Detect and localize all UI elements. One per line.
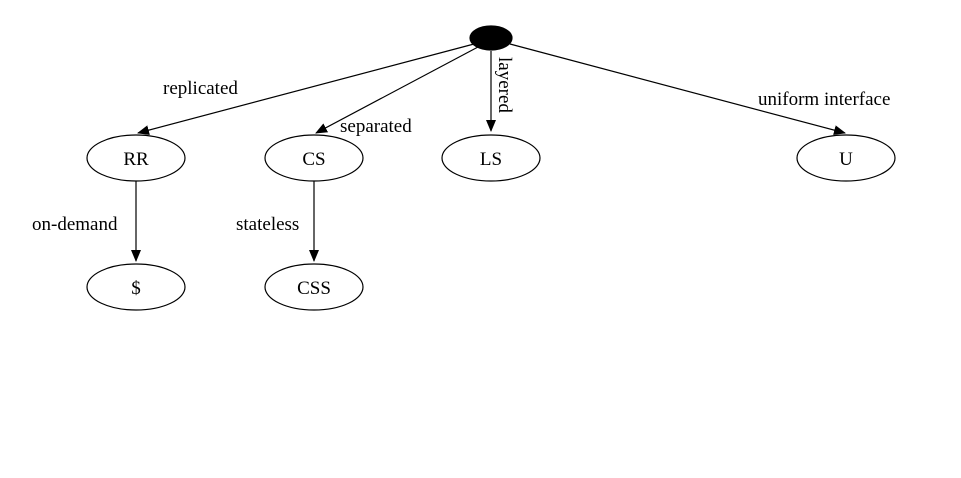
edge-root-rr: replicated: [137, 43, 475, 136]
node-label-cs: CS: [302, 149, 325, 170]
edge-label-layered: layered: [494, 57, 515, 113]
node-ls: LS: [441, 134, 541, 182]
node-rr: RR: [86, 134, 186, 182]
edge-label-uniform-interface: uniform interface: [758, 89, 890, 110]
node-css: CSS: [264, 263, 364, 311]
edge-rr-cache: on-demand: [32, 181, 141, 262]
edge-root-ls: layered: [486, 51, 515, 132]
root-node: [469, 25, 513, 51]
edge-root-u: uniform interface: [509, 43, 890, 136]
edge-label-stateless: stateless: [236, 214, 299, 235]
node-cache: $: [86, 263, 186, 311]
node-cs: CS: [264, 134, 364, 182]
edge-label-on-demand: on-demand: [32, 214, 118, 235]
edge-cs-css: stateless: [236, 181, 319, 262]
node-label-ls: LS: [480, 149, 502, 170]
edge-label-separated: separated: [340, 116, 412, 137]
node-label-css: CSS: [297, 278, 331, 299]
node-label-u: U: [839, 149, 853, 170]
node-label-cache: $: [131, 278, 141, 299]
node-u: U: [796, 134, 896, 182]
edge-root-cs: separated: [315, 46, 479, 137]
node-label-rr: RR: [123, 149, 149, 170]
edge-label-replicated: replicated: [163, 78, 238, 99]
